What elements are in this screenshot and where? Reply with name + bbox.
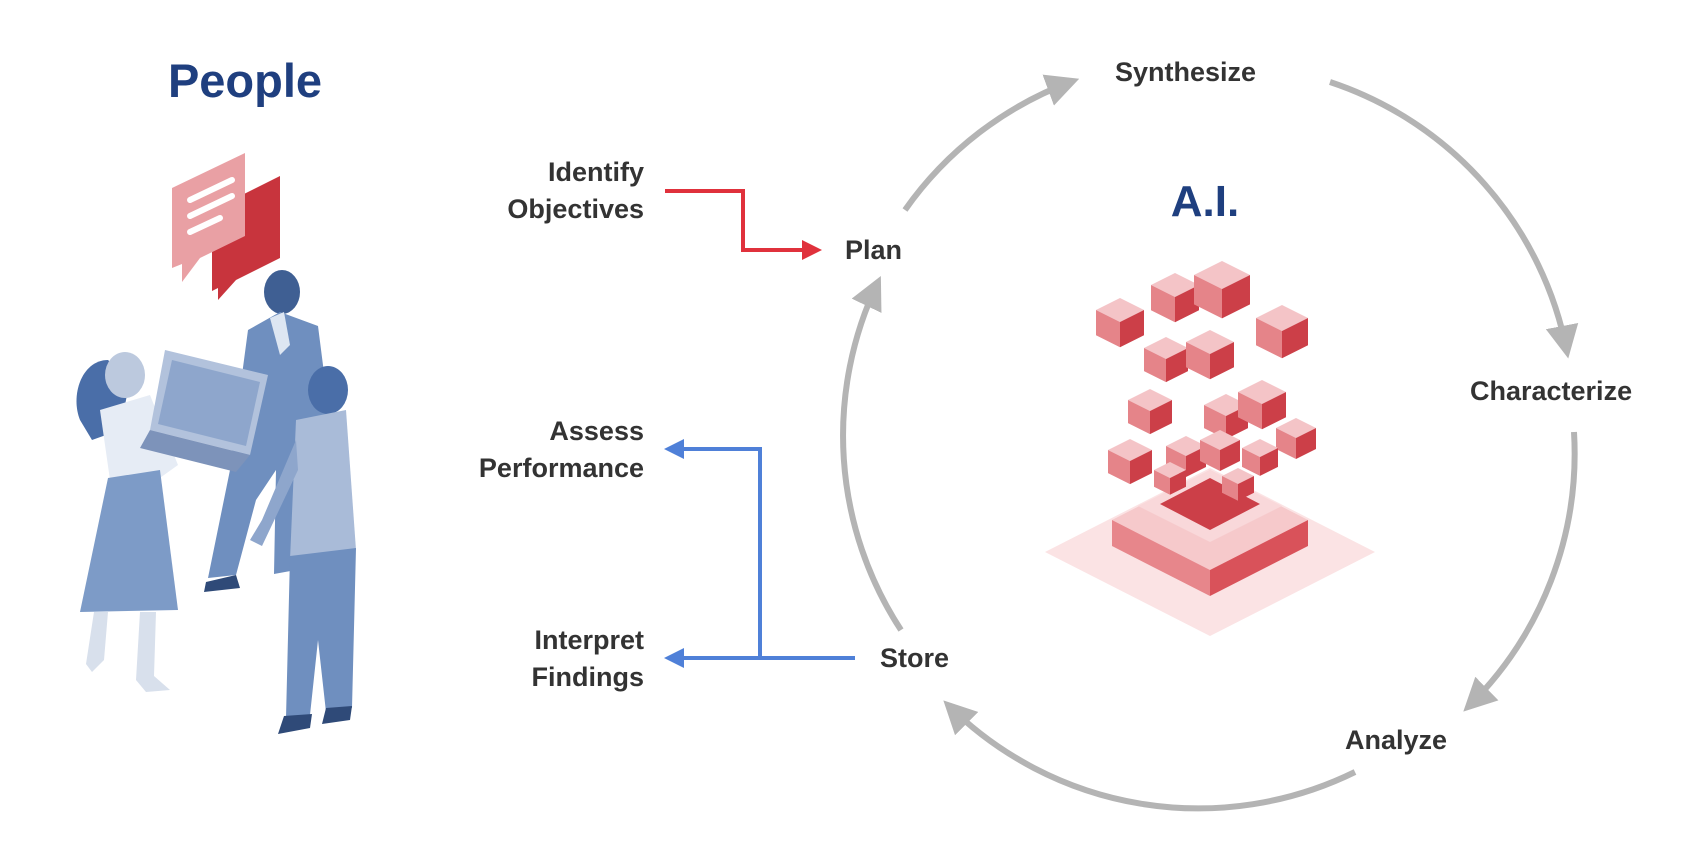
chat-bubble-icon bbox=[172, 153, 280, 300]
ai-cube-left-0 bbox=[1151, 285, 1175, 323]
ai-cube-left-4 bbox=[1144, 348, 1166, 383]
arrow-objectives-to-plan bbox=[665, 189, 822, 260]
cycle-step-plan: Plan bbox=[845, 235, 903, 265]
label-identify-line1: Identify bbox=[547, 157, 644, 187]
ai-cube-left-3 bbox=[1256, 318, 1282, 359]
ai-cube-right-12 bbox=[1220, 440, 1240, 471]
ai-cube-left-9 bbox=[1276, 428, 1296, 459]
label-identify-objectives: Identify Objectives bbox=[344, 154, 644, 228]
ai-cube-right-9 bbox=[1296, 428, 1316, 459]
people-team-icon bbox=[76, 153, 356, 734]
label-interpret-line2: Findings bbox=[531, 662, 644, 692]
arrow-plan-to-synthesize bbox=[902, 74, 1080, 212]
ai-cubes-icon bbox=[1045, 261, 1375, 636]
ai-cube-left-8 bbox=[1238, 392, 1262, 430]
ai-cube-right-6 bbox=[1150, 400, 1172, 435]
ai-tray-right bbox=[1210, 520, 1308, 596]
ai-cube-left-10 bbox=[1108, 450, 1130, 485]
cycle-step-characterize: Characterize bbox=[1470, 376, 1633, 406]
label-assess-performance: Assess Performance bbox=[344, 413, 644, 487]
ai-cube-left-14 bbox=[1154, 470, 1170, 495]
ai-cube-left-1 bbox=[1194, 275, 1222, 319]
ai-cube-right-3 bbox=[1282, 318, 1308, 359]
people-title: People bbox=[167, 54, 323, 107]
label-identify-line2: Objectives bbox=[507, 194, 644, 224]
ai-cube-left-2 bbox=[1096, 310, 1120, 348]
ai-cube-right-2 bbox=[1120, 310, 1144, 348]
arrow-analyze-to-store bbox=[943, 700, 1357, 812]
ai-tray-left bbox=[1112, 520, 1210, 596]
cycle-step-analyze: Analyze bbox=[1345, 725, 1448, 755]
label-interpret-line1: Interpret bbox=[534, 625, 644, 655]
ai-cube-left-13 bbox=[1242, 448, 1260, 476]
label-assess-line1: Assess bbox=[549, 416, 644, 446]
ai-cube-right-13 bbox=[1260, 448, 1278, 476]
arrow-characterize-to-analyze bbox=[1463, 431, 1578, 712]
arrow-synthesize-to-characterize bbox=[1329, 79, 1579, 359]
cycle-step-synthesize: Synthesize bbox=[1115, 57, 1257, 87]
ai-cube-left-12 bbox=[1200, 440, 1220, 471]
ai-cube-right-5 bbox=[1210, 342, 1234, 380]
ai-cube-right-10 bbox=[1130, 450, 1152, 485]
ai-cube-right-1 bbox=[1222, 275, 1250, 319]
ai-cube-right-0 bbox=[1175, 285, 1199, 323]
woman-with-laptop bbox=[76, 350, 268, 692]
ai-title: A.I. bbox=[1170, 177, 1240, 226]
label-assess-line2: Performance bbox=[478, 453, 644, 483]
ai-cube-right-8 bbox=[1262, 392, 1286, 430]
label-interpret-findings: Interpret Findings bbox=[344, 622, 644, 696]
ai-cube-right-4 bbox=[1166, 348, 1188, 383]
arrow-store-to-assess bbox=[664, 439, 762, 658]
arrow-store-to-plan bbox=[840, 276, 904, 632]
ai-cube-left-5 bbox=[1186, 342, 1210, 380]
ai-cube-right-15 bbox=[1238, 476, 1254, 501]
cycle-arrows bbox=[840, 74, 1579, 812]
ai-cube-right-14 bbox=[1170, 470, 1186, 495]
ai-cube-left-6 bbox=[1128, 400, 1150, 435]
cycle-step-store: Store bbox=[880, 643, 950, 673]
arrows-store-to-people bbox=[664, 439, 855, 668]
man-right bbox=[250, 366, 356, 734]
ai-cube-left-15 bbox=[1222, 476, 1238, 501]
